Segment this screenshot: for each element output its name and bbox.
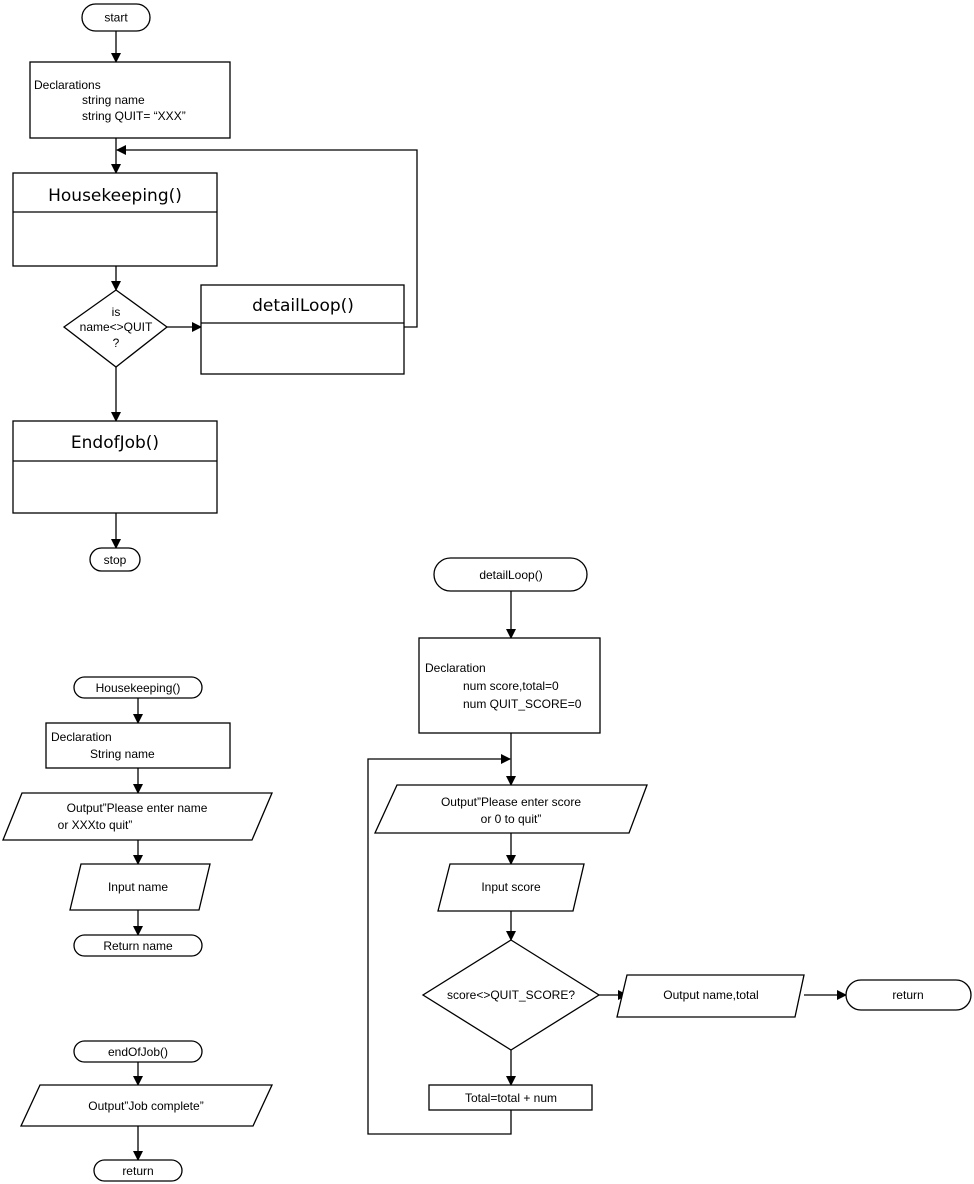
endofjob-module: endOfJob() Output”Job complete” return: [19, 1040, 274, 1182]
declarations-line-1: string name: [82, 93, 145, 107]
endofjob-terminator: endOfJob(): [73, 1040, 203, 1063]
dl-declaration-box: Declaration num score,total=0 num QUIT_S…: [418, 637, 601, 734]
dl-return-label: return: [892, 988, 923, 1002]
dl-process-label: Total=total + num: [465, 1091, 557, 1105]
eoj-output-parallelogram: Output”Job complete”: [19, 1084, 274, 1127]
hk-output-line-2: or XXXto quit”: [58, 818, 133, 832]
dl-output-total-parallelogram: Output name,total: [616, 974, 805, 1018]
dl-declaration-line-2: num QUIT_SCORE=0: [463, 697, 582, 711]
housekeeping-terminator: Housekeeping(): [73, 676, 203, 699]
endofjob-call-label: EndofJob(): [71, 433, 159, 453]
detailloop-terminator: detailLoop(): [433, 557, 588, 592]
arrow-loop-back: [116, 145, 418, 328]
hk-input-label: Input name: [108, 880, 168, 894]
start-terminator: start: [81, 3, 151, 32]
declarations-title: Declarations: [34, 78, 101, 92]
eoj-return-terminator: return: [93, 1159, 183, 1182]
start-label: start: [104, 11, 128, 25]
decision-line-3: ?: [113, 336, 120, 350]
main-flow: start Declarations string name string QU…: [12, 3, 418, 572]
decision-line-2: name<>QUIT: [80, 320, 153, 334]
dl-output-line-2: or 0 to quit”: [481, 812, 542, 826]
dl-input-parallelogram: Input score: [437, 863, 585, 912]
hk-declaration-line: String name: [90, 747, 155, 761]
arrow-dl-loop-back: [367, 754, 512, 1135]
hk-declaration-box: Declaration String name: [45, 722, 231, 769]
declarations-box: Declarations string name string QUIT= “X…: [29, 61, 231, 139]
dl-decision: score<>QUIT_SCORE?: [421, 939, 601, 1051]
housekeeping-call-label: Housekeeping(): [48, 186, 182, 206]
hk-declaration-title: Declaration: [51, 730, 112, 744]
eoj-return-label: return: [122, 1164, 153, 1178]
dl-output-parallelogram: Output”Please enter score or 0 to quit”: [373, 784, 648, 834]
housekeeping-module: Housekeeping() Declaration String name O…: [2, 676, 273, 957]
declarations-line-2: string QUIT= “XXX”: [82, 109, 186, 123]
detailloop-module: detailLoop() Declaration num score,total…: [367, 557, 972, 1135]
detailloop-title: detailLoop(): [479, 568, 542, 582]
dl-input-label: Input score: [481, 880, 541, 894]
detailloop-call-box: detailLoop(): [200, 284, 405, 375]
stop-label: stop: [104, 553, 127, 567]
decision-line-1: is: [112, 305, 121, 319]
dl-output-line-1: Output”Please enter score: [441, 795, 581, 809]
dl-decision-label: score<>QUIT_SCORE?: [447, 988, 575, 1002]
hk-return-label: Return name: [103, 939, 173, 953]
detailloop-call-label: detailLoop(): [252, 296, 354, 316]
endofjob-title: endOfJob(): [108, 1045, 168, 1059]
stop-terminator: stop: [89, 547, 141, 572]
main-decision: is name<>QUIT ?: [62, 289, 169, 368]
endofjob-call-box: EndofJob(): [12, 420, 218, 514]
eoj-output-label: Output”Job complete”: [88, 1099, 203, 1113]
dl-declaration-line-1: num score,total=0: [463, 679, 559, 693]
hk-return-terminator: Return name: [73, 934, 203, 957]
hk-input-parallelogram: Input name: [69, 863, 211, 911]
dl-return-terminator: return: [845, 979, 972, 1011]
housekeeping-title: Housekeeping(): [96, 681, 181, 695]
hk-output-parallelogram: Output”Please enter name or XXXto quit”: [2, 792, 273, 841]
dl-process-box: Total=total + num: [428, 1084, 593, 1111]
dl-output-total-label: Output name,total: [663, 988, 758, 1002]
dl-declaration-title: Declaration: [425, 661, 486, 675]
hk-output-line-1: Output”Please enter name: [67, 801, 208, 815]
housekeeping-call-box: Housekeeping(): [12, 172, 218, 267]
